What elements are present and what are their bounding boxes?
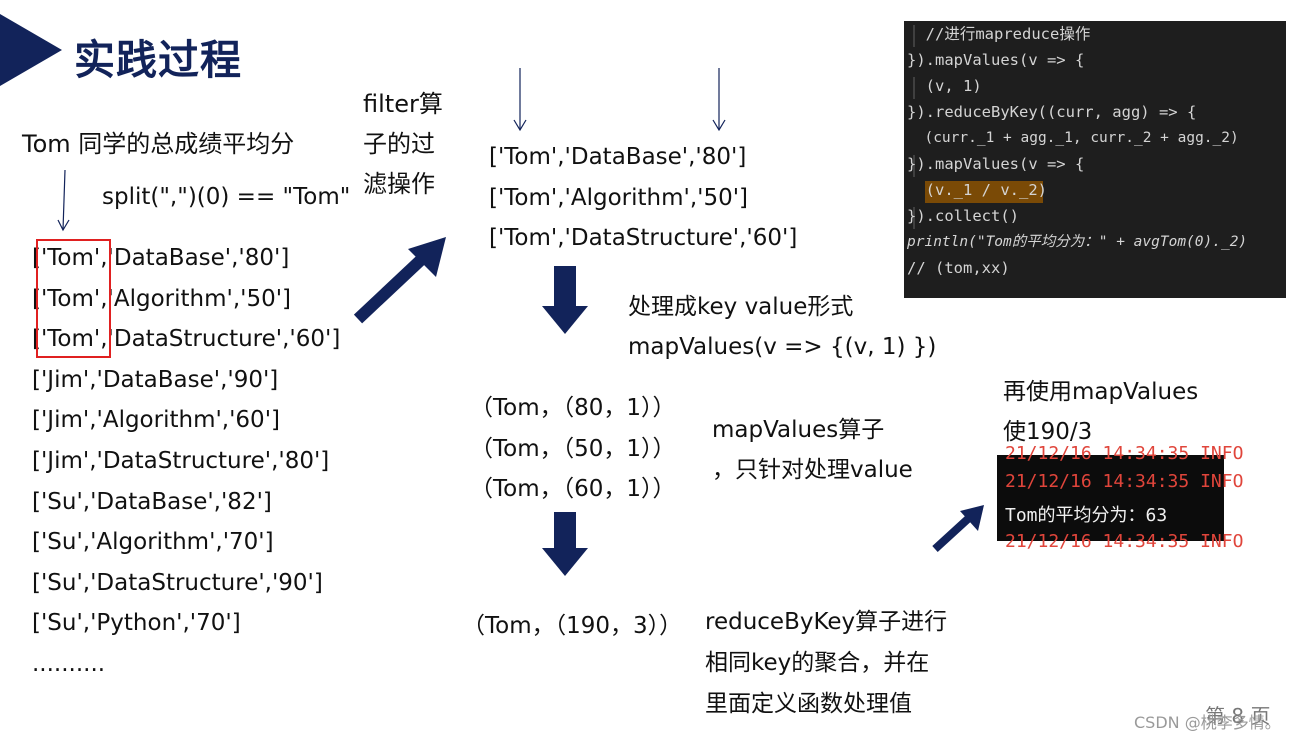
final-note: 再使用mapValues 使190/3 — [1003, 379, 1199, 445]
list-item: ['Jim','Algorithm','60'] — [32, 407, 280, 434]
code-line: (v._1 / v._2) — [907, 181, 1047, 199]
terminal-line: Tom的平均分为：63 — [1005, 505, 1168, 526]
terminal-line: 21/12/16 14:34:35 INFO — [1005, 443, 1244, 464]
list-item: （Tom，（50，1）） — [470, 435, 676, 462]
code-line: }).mapValues(v => { — [907, 51, 1085, 69]
name-highlight-box — [36, 239, 111, 358]
mapvalues-note: mapValues算子 ，只针对处理value — [712, 417, 913, 483]
list-item: ['Su','Python','70'] — [32, 610, 241, 637]
terminal-line: 21/12/16 14:34:35 INFO — [1005, 531, 1244, 552]
diagonal-arrow-icon — [932, 505, 984, 552]
list-item: ['Jim','DataBase','90'] — [32, 366, 279, 393]
list-item: ['Su','Algorithm','70'] — [32, 529, 274, 556]
page-number: 第 8 页 — [1205, 704, 1271, 728]
down-arrow-thin-icon — [513, 68, 527, 132]
list-item: （Tom，（80，1）） — [470, 395, 676, 421]
reduced-row: （Tom，（190，3）） — [462, 613, 683, 639]
code-line: (curr._1 + agg._1, curr._2 + agg._2) — [907, 130, 1239, 146]
down-arrow-thin-icon — [57, 169, 70, 232]
code-line: }).collect() — [907, 207, 1019, 225]
code-line: }).reduceByKey((curr, agg) => { — [907, 103, 1197, 121]
terminal-line: 21/12/16 14:34:35 INFO — [1005, 471, 1244, 492]
code-line: // (tom,xx) — [907, 259, 1010, 277]
down-arrow-bold-icon — [542, 266, 588, 334]
code-highlight — [925, 181, 1043, 203]
list-item: ['Tom','DataStructure','60'] — [32, 326, 341, 353]
filter-expression: split(",")(0) == "Tom" — [102, 184, 351, 210]
list-item: （Tom，（60，1）） — [470, 476, 676, 503]
filter-label: filter算 子的过 滤操作 — [363, 90, 443, 198]
code-line: //进行mapreduce操作 — [907, 25, 1091, 43]
filtered-rows: ['Tom','DataBase','80'] ['Tom','Algorith… — [489, 137, 797, 259]
title-triangle-icon — [0, 14, 62, 86]
code-line: }).mapValues(v => { — [907, 155, 1085, 173]
down-arrow-bold-icon — [542, 512, 588, 576]
kv-label: 处理成key value形式 mapValues(v => {(v, 1) }) — [628, 294, 937, 360]
list-item: ['Tom','DataStructure','60'] — [489, 225, 798, 252]
diagonal-arrow-icon — [353, 237, 446, 324]
reduce-note: reduceByKey算子进行 相同key的聚合，并在 里面定义函数处理值 — [705, 609, 948, 717]
code-line: println("Tom的平均分为：" + avgTom(0)._2) — [907, 234, 1248, 250]
kv-rows: （Tom，（80，1）） （Tom，（50，1）） （Tom，（60，1）） — [470, 388, 676, 510]
list-item: ['Tom','Algorithm','50'] — [32, 285, 292, 312]
list-item: ['Tom','DataBase','80'] — [32, 245, 290, 271]
list-item-ellipsis: .......... — [32, 650, 106, 677]
list-item: ['Su','DataBase','82'] — [32, 488, 272, 515]
list-item: ['Tom','DataBase','80'] — [489, 144, 747, 170]
down-arrow-thin-icon — [712, 68, 726, 132]
code-snippet: //进行mapreduce操作 }).mapValues(v => { (v, … — [904, 21, 1286, 298]
list-item: ['Su','DataStructure','90'] — [32, 569, 323, 596]
source-rows: ['Tom','DataBase','80'] ['Tom','Algorith… — [32, 238, 340, 685]
terminal-output: 21/12/16 14:34:35 INFO 21/12/16 14:34:35… — [997, 443, 1243, 552]
code-line: (v, 1) — [907, 77, 982, 95]
list-item: ['Tom','Algorithm','50'] — [489, 184, 749, 211]
slide-title: 实践过程 — [74, 36, 242, 84]
watermark: CSDN @桃李多情。 — [1134, 713, 1281, 732]
goal-text: Tom 同学的总成绩平均分 — [22, 130, 295, 158]
list-item: ['Jim','DataStructure','80'] — [32, 447, 330, 474]
